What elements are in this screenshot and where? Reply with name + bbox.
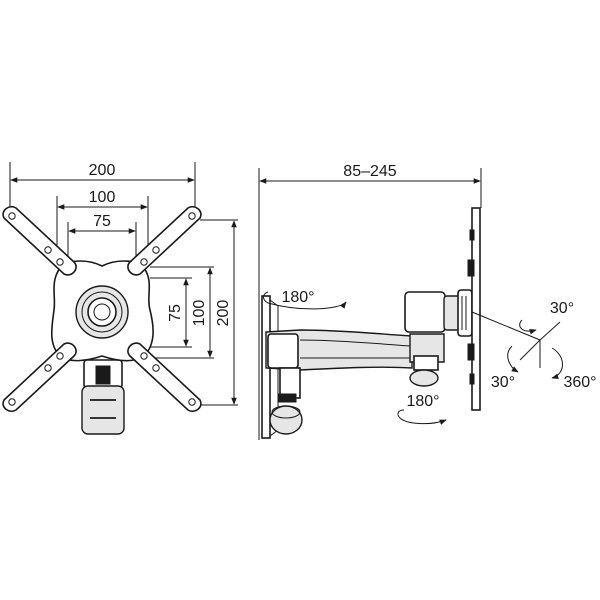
- vesa-arm-bottom-right: [127, 342, 202, 413]
- rotation-arrow-tilt-up: [519, 319, 537, 335]
- dim-line-extension: [258, 168, 482, 440]
- vesa-arm-top-right: [127, 205, 202, 276]
- rotation-arrow-rotate: [551, 347, 563, 379]
- vesa-arm-bottom-left: [2, 342, 77, 413]
- wall-pivot-knob: [269, 367, 303, 435]
- rotation-arrow-swivel-top: [263, 291, 347, 310]
- front-view: 200 100 75 75 100: [2, 162, 238, 435]
- dim-label-100-side: 100: [191, 300, 208, 327]
- dim-label-100-top: 100: [89, 189, 116, 206]
- dim-line-200-horizontal: [9, 162, 196, 212]
- rotation-arrow-swivel-bottom: [397, 409, 447, 425]
- dim-label-extension: 85–245: [343, 163, 396, 180]
- dim-label-200-side: 200: [215, 300, 232, 327]
- wall-bracket-front: [81, 359, 125, 435]
- rot-label-tilt-down: 30°: [491, 374, 515, 391]
- dim-label-75-side: 75: [167, 304, 184, 322]
- rotation-arrow-tilt-down: [507, 345, 519, 373]
- side-view: 85–245: [258, 163, 597, 440]
- screen-pivot-head: [404, 289, 473, 387]
- dim-line-100-vertical: [150, 266, 214, 359]
- dim-line-75-vertical: [150, 277, 192, 348]
- rotation-axes: [471, 311, 561, 368]
- vesa-plate-side: [467, 207, 481, 411]
- rot-label-rotate: 360°: [563, 374, 596, 391]
- dim-label-75-top: 75: [93, 213, 111, 230]
- center-swivel-disc: [75, 285, 129, 339]
- articulating-arm: [265, 329, 413, 371]
- rot-label-swivel-bottom: 180°: [406, 393, 439, 410]
- rot-label-swivel-top: 180°: [281, 289, 314, 306]
- vesa-arm-top-left: [2, 205, 77, 276]
- dim-line-200-vertical: [200, 219, 238, 406]
- dim-label-200-top: 200: [89, 162, 116, 179]
- rot-label-tilt-up: 30°: [550, 300, 574, 317]
